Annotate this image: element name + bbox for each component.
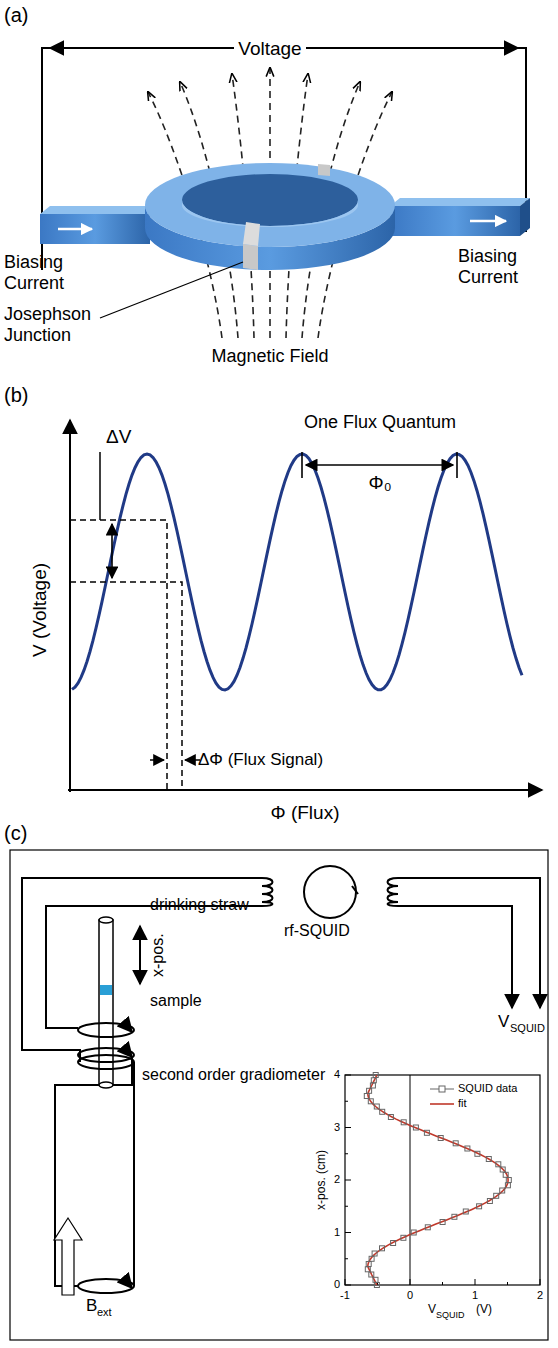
legend-sample — [439, 1086, 445, 1092]
panel-letter: (c) — [4, 822, 27, 845]
axis-title: V (Voltage) — [29, 563, 51, 657]
tick-label: -1 — [340, 1289, 350, 1302]
panel-letter: (b) — [4, 384, 28, 407]
squid-label: rf-SQUID — [284, 922, 350, 940]
flux-quantum-label: One Flux Quantum — [304, 412, 456, 433]
flux-voltage-plot — [68, 420, 542, 792]
x-pos-label: x-pos. — [149, 933, 167, 977]
tick-label: 2 — [537, 1289, 543, 1302]
bext-arrow — [54, 1218, 82, 1295]
x-pos-arrow — [139, 926, 141, 984]
legend-sample — [430, 1103, 454, 1105]
tick-label: 3 — [334, 1121, 340, 1134]
straw-label: drinking straw — [150, 896, 249, 914]
panel-letter: (a) — [4, 4, 28, 27]
field-label: Magnetic Field — [211, 346, 328, 367]
tick-label: 4 — [334, 1068, 340, 1081]
junction-label: Josephson Junction — [4, 304, 104, 345]
signal-name: V — [498, 1012, 509, 1032]
axis-title: (V) — [476, 1303, 492, 1317]
gradiometer-label: second order gradiometer — [142, 1066, 325, 1084]
signal-subscript: SQUID — [510, 1022, 545, 1035]
gradiometer-coils — [78, 1023, 134, 1293]
leader-line — [100, 262, 243, 318]
squid-plot — [345, 1073, 540, 1288]
voltage-label: Voltage — [234, 38, 305, 60]
superconducting-ring — [145, 163, 395, 270]
sample-label: sample — [150, 992, 202, 1010]
tick-label: 2 — [334, 1173, 340, 1186]
field-subscript: ext — [97, 1306, 112, 1319]
tick-label: 1 — [472, 1289, 478, 1302]
axis-title: Φ (Flux) — [271, 802, 340, 824]
tick-label: 0 — [334, 1278, 340, 1291]
phi0-label: Φ₀ — [368, 472, 391, 494]
tick-label: 1 — [334, 1226, 340, 1239]
axis-title: V — [428, 1303, 436, 1317]
axis-title: x-pos. (cm) — [315, 1150, 329, 1210]
flux-signal-label: ΔΦ (Flux Signal) — [198, 750, 323, 770]
lead-label: Biasing Current — [4, 252, 84, 293]
tick-label: 0 — [407, 1289, 413, 1302]
delta-v-label: ΔV — [106, 426, 131, 448]
field-symbol: B — [86, 1296, 97, 1316]
field-lines — [148, 68, 392, 338]
legend-text: fit — [458, 1097, 467, 1110]
gradiometer-circuit — [10, 850, 548, 1340]
lead-label: Biasing Current — [458, 246, 538, 287]
axis-subscript: SQUID — [436, 1310, 465, 1320]
legend-text: SQUID data — [458, 1082, 517, 1095]
current-arrows — [58, 221, 506, 229]
